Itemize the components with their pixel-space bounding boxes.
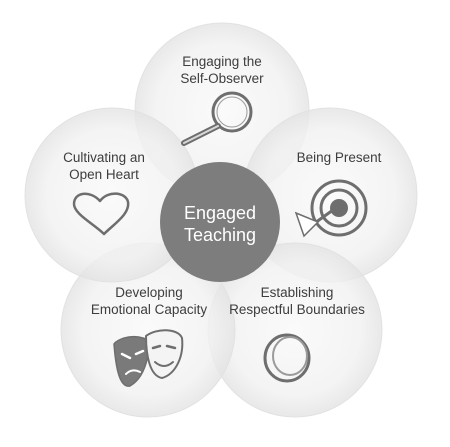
center-label-line1: Engaged	[184, 203, 256, 223]
boundaries-label-line1: Establishing	[261, 285, 334, 300]
center-circle	[160, 162, 280, 282]
heart-icon	[72, 192, 130, 236]
target-arrow-icon	[294, 179, 368, 238]
boundaries-label-line2: Respectful Boundaries	[229, 302, 365, 317]
emotional-label-line2: Emotional Capacity	[91, 302, 208, 317]
magnifying-glass-icon	[181, 91, 253, 146]
theater-masks-icon	[113, 329, 184, 387]
center-label-line2: Teaching	[184, 225, 256, 245]
ring-icon	[263, 333, 311, 383]
open-heart-label-line2: Open Heart	[69, 167, 139, 182]
being-present-label: Being Present	[297, 150, 382, 165]
self-observer-label-line1: Engaging the	[182, 54, 262, 69]
self-observer-label-line2: Self-Observer	[180, 71, 264, 86]
emotional-label-line1: Developing	[115, 285, 183, 300]
open-heart-label-line1: Cultivating an	[63, 150, 145, 165]
